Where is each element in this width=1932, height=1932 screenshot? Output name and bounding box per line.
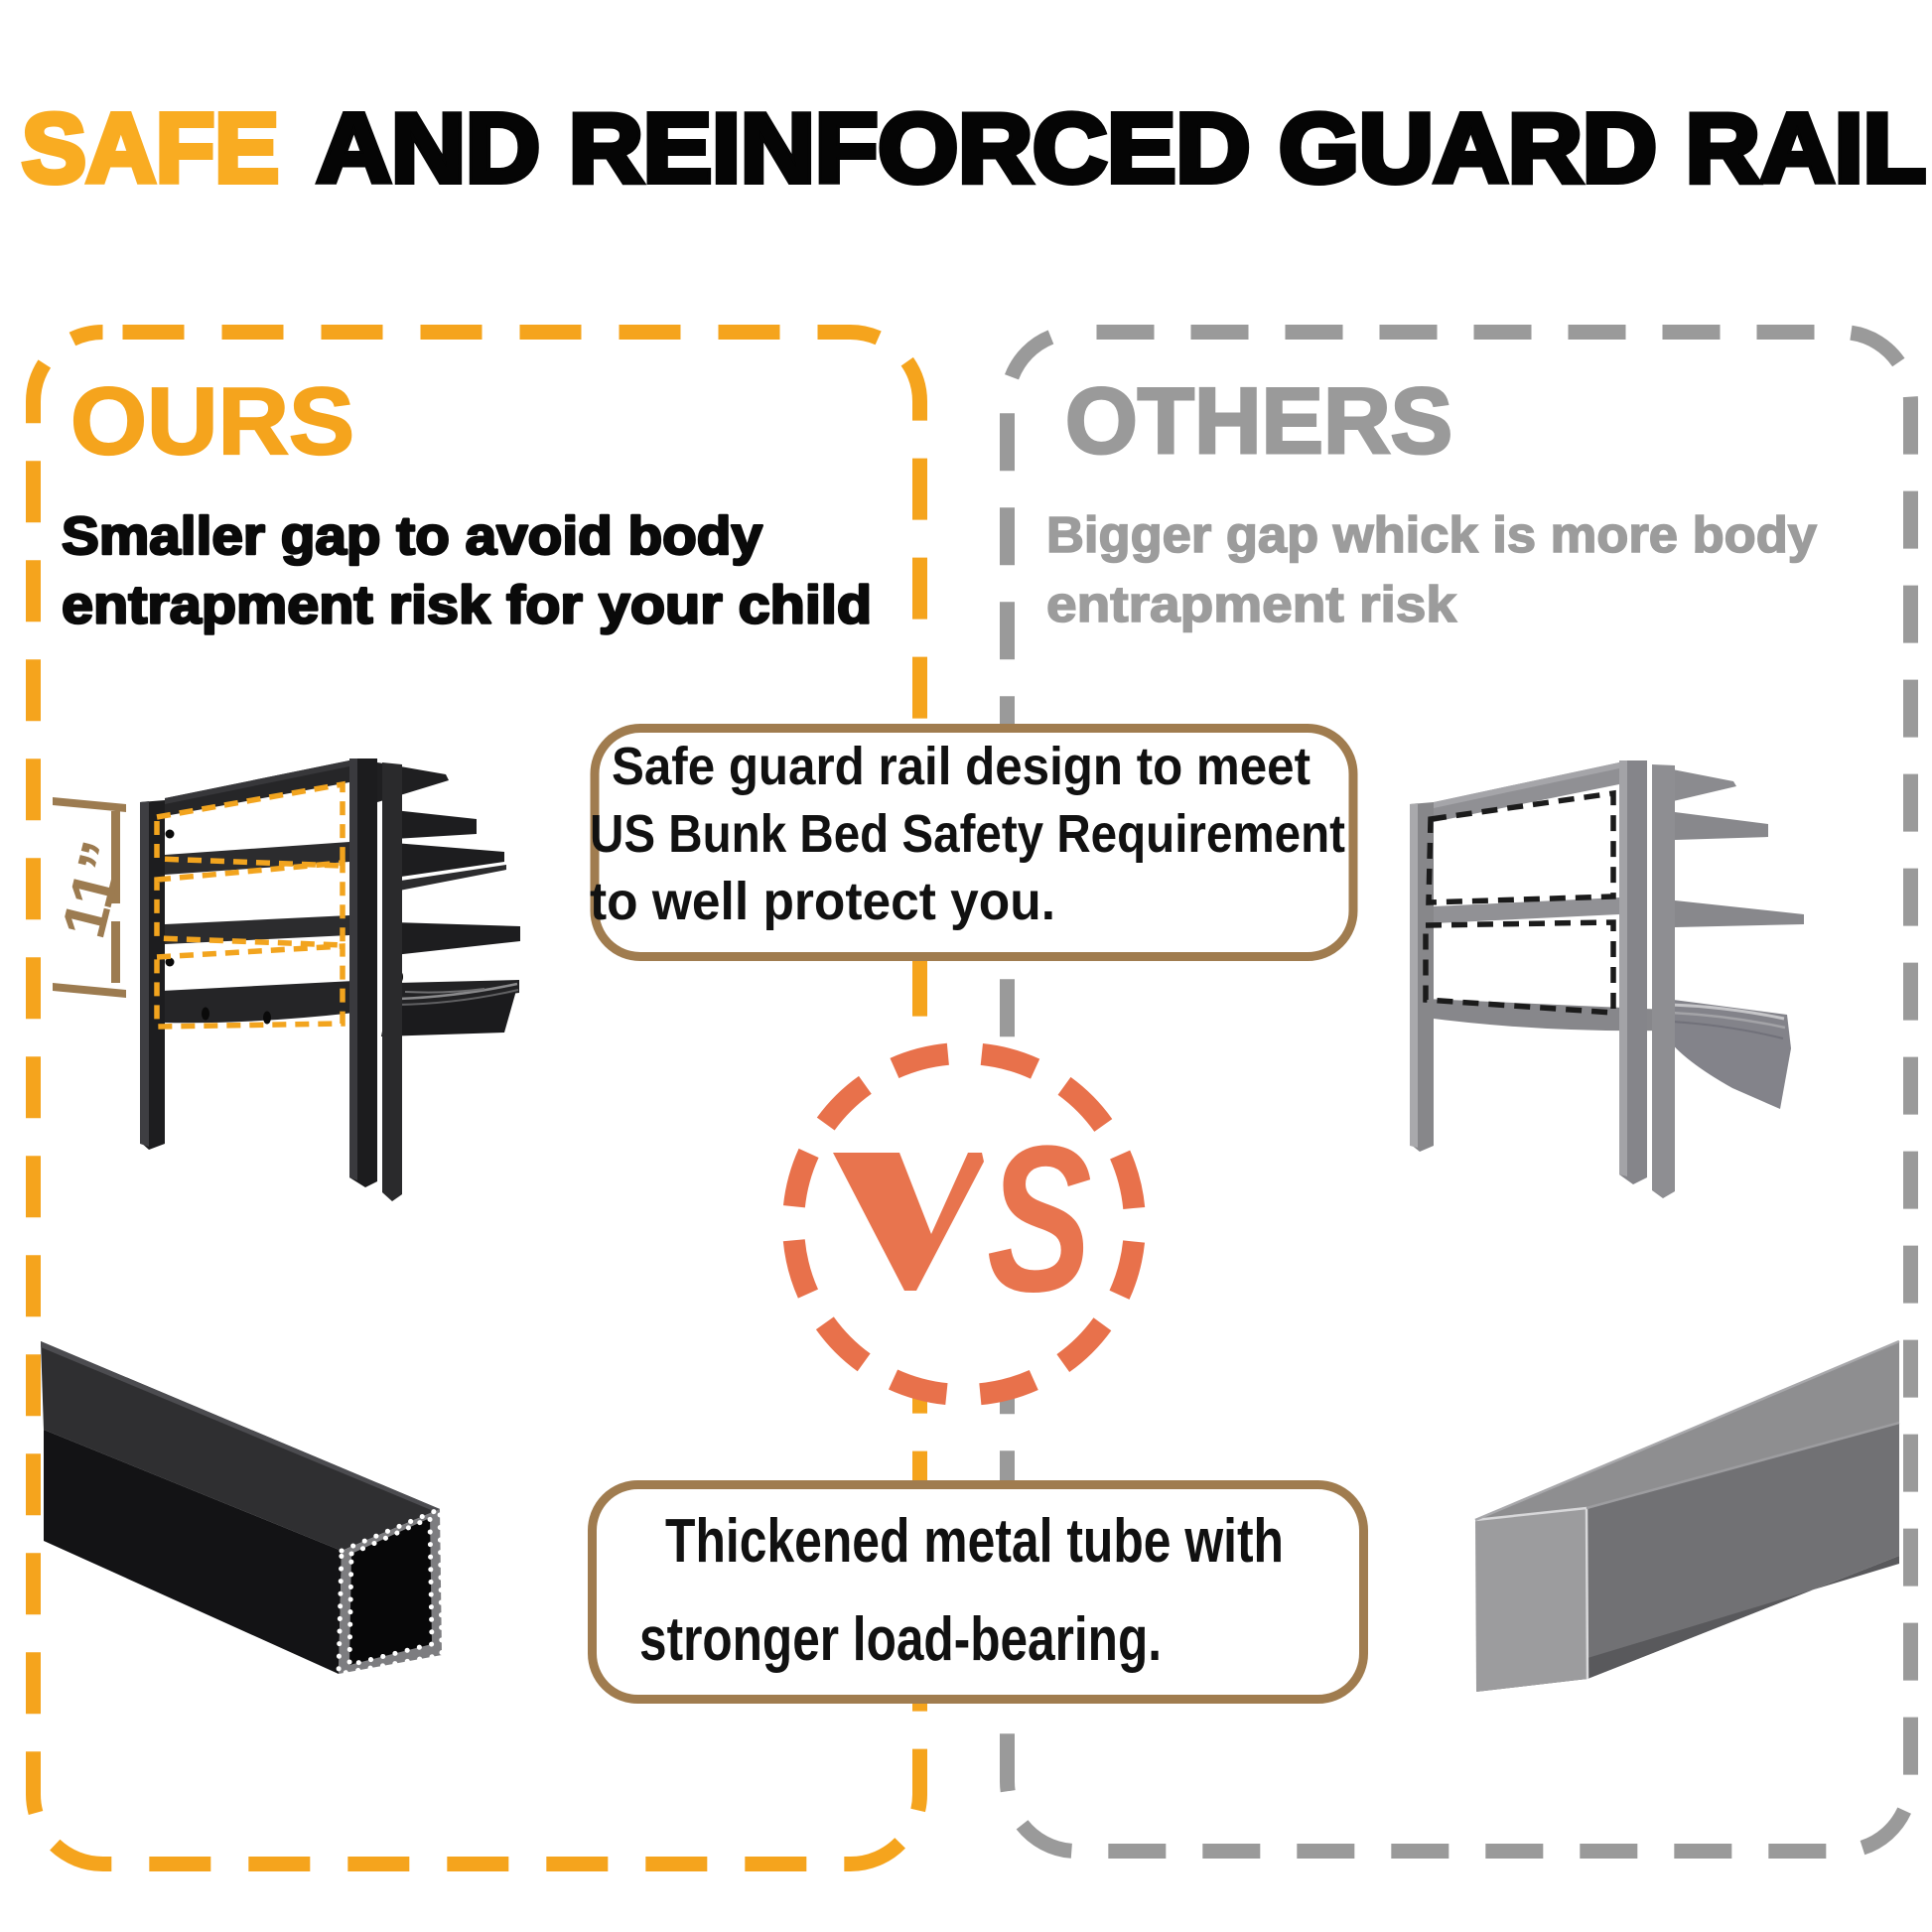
svg-text:S: S — [987, 1104, 1092, 1336]
svg-text:stronger load-bearing.: stronger load-bearing. — [639, 1605, 1162, 1674]
svg-text:entrapment risk: entrapment risk — [1046, 576, 1457, 632]
svg-text:SAFE: SAFE — [22, 93, 279, 203]
svg-text:Safe guard rail design to meet: Safe guard rail design to meet — [612, 737, 1311, 796]
svg-text:Smaller gap to avoid body: Smaller gap to avoid body — [62, 506, 762, 566]
svg-text:AND REINFORCED GUARD RAIL: AND REINFORCED GUARD RAIL — [317, 93, 1926, 203]
svg-text:Bigger gap whick is more body: Bigger gap whick is more body — [1046, 506, 1818, 563]
svg-text:to well protect you.: to well protect you. — [590, 872, 1055, 931]
svg-text:US Bunk Bed Safety Requirement: US Bunk Bed Safety Requirement — [590, 804, 1345, 864]
svg-text:Thickened metal tube with: Thickened metal tube with — [665, 1507, 1284, 1576]
svg-text:OURS: OURS — [70, 368, 354, 475]
svg-text:OTHERS: OTHERS — [1065, 368, 1452, 473]
svg-text:entrapment risk for your child: entrapment risk for your child — [62, 576, 872, 635]
